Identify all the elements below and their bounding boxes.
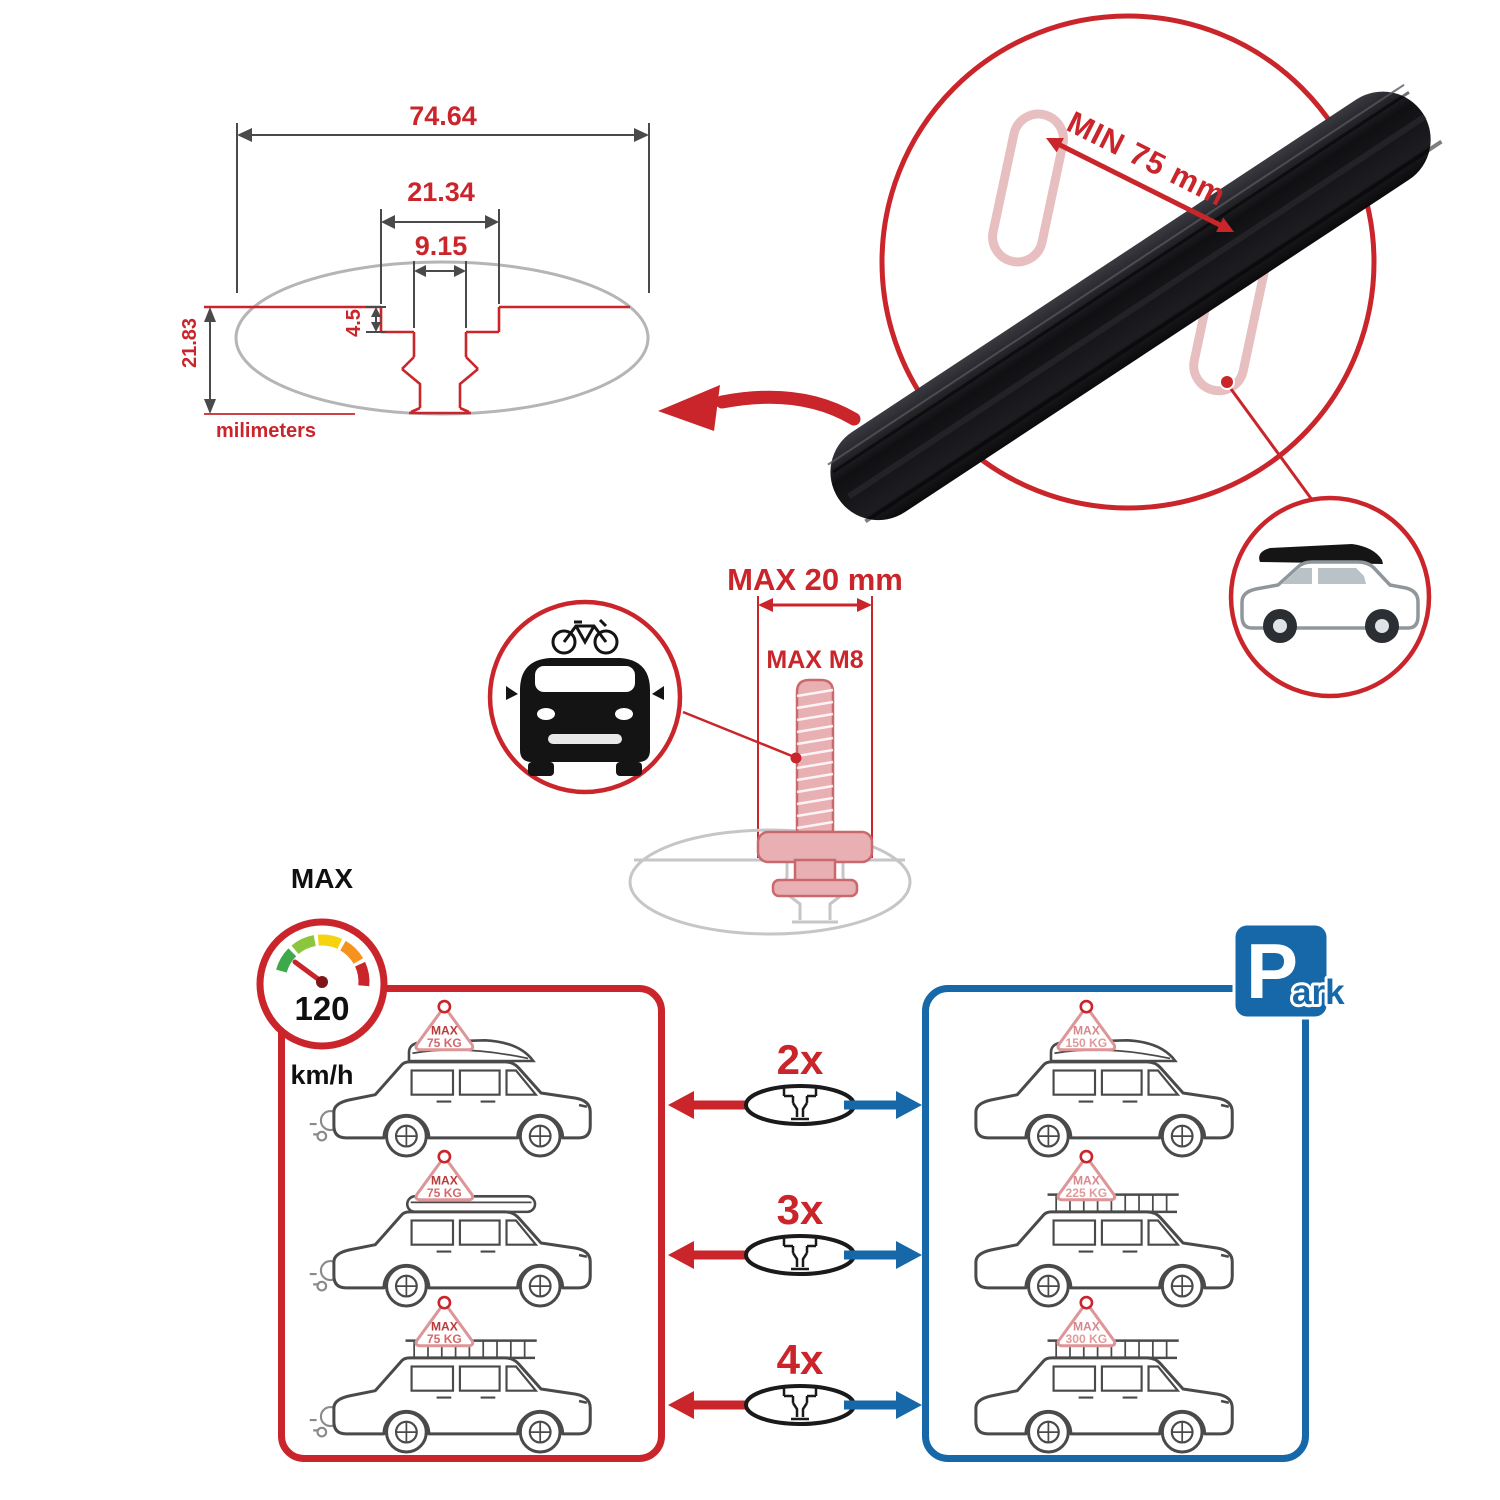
svg-text:225 KG: 225 KG xyxy=(1066,1186,1108,1200)
car-icon xyxy=(332,1210,592,1308)
svg-text:75 KG: 75 KG xyxy=(427,1332,462,1346)
dim-total-height: 21.83 xyxy=(179,307,216,414)
speed-unit: km/h xyxy=(290,1060,353,1090)
car-with-load: MAX 75 KG xyxy=(308,999,592,1158)
car-with-load: MAX 300 KG xyxy=(974,1295,1234,1454)
dim-total-width: 74.64 xyxy=(236,101,650,293)
dim-slot-width-label: 9.15 xyxy=(415,231,468,261)
dim-channel-width: 21.34 xyxy=(380,177,500,304)
dim-slot-width: 9.15 xyxy=(413,231,468,328)
max-thread-label: MAX M8 xyxy=(766,646,863,674)
car-icon xyxy=(974,1210,1234,1308)
profile-outline xyxy=(234,260,650,416)
pointer-arrow-icon xyxy=(658,385,861,431)
callout-line xyxy=(682,710,793,758)
load-badge: MAX 225 KG xyxy=(1056,1149,1117,1202)
park-sign-p: P xyxy=(1246,927,1298,1015)
car-with-load: MAX 225 KG xyxy=(974,1149,1234,1308)
max-width-label: MAX 20 mm xyxy=(727,562,903,597)
load-badge: MAX 150 KG xyxy=(1056,999,1117,1052)
dim-lip-depth-label: 4.5 xyxy=(343,309,365,337)
svg-text:MAX: MAX xyxy=(431,1023,458,1037)
callout-dot xyxy=(790,752,802,764)
car-with-load: MAX 75 KG xyxy=(308,1149,592,1308)
dimension-diagram: 74.64 21.34 9.15 4.5 xyxy=(179,101,650,442)
multiplier-label: 2x xyxy=(777,1036,824,1083)
speedometer-icon: MAX 120 km/h xyxy=(256,863,388,1090)
bolt-width-dimension xyxy=(757,596,873,858)
car-with-load: MAX 75 KG xyxy=(308,1295,592,1454)
unit-label: milimeters xyxy=(216,420,316,442)
svg-text:MAX: MAX xyxy=(431,1173,458,1187)
park-sign: P ark xyxy=(1232,922,1348,1020)
park-sign-ark: ark xyxy=(1292,973,1345,1012)
car-with-load: MAX 150 KG xyxy=(974,999,1234,1158)
roofbox-icon xyxy=(1259,544,1383,564)
bike-car-icon xyxy=(487,599,683,795)
row-3x: 3x xyxy=(668,1186,922,1276)
svg-text:MAX: MAX xyxy=(1073,1173,1100,1187)
connector-line xyxy=(1229,388,1320,509)
load-badge: MAX 75 KG xyxy=(414,1295,475,1348)
bicycle-icon xyxy=(551,618,619,655)
multiplier-label: 4x xyxy=(777,1336,824,1383)
speed-max-label: MAX xyxy=(291,863,354,894)
suv-roofbox-icon xyxy=(1228,495,1432,699)
svg-text:150 KG: 150 KG xyxy=(1066,1036,1108,1050)
row-2x: 2x xyxy=(668,1036,922,1126)
svg-text:75 KG: 75 KG xyxy=(427,1036,462,1050)
car-front-icon xyxy=(506,658,664,776)
crossbar-count-rows: 2x 3x 4x xyxy=(668,1036,922,1426)
load-badge: MAX 75 KG xyxy=(414,1149,475,1202)
load-badge: MAX 300 KG xyxy=(1056,1295,1117,1348)
dim-channel-width-label: 21.34 xyxy=(407,177,475,207)
svg-text:MAX: MAX xyxy=(1073,1319,1100,1333)
svg-text:300 KG: 300 KG xyxy=(1066,1332,1108,1346)
car-icon xyxy=(332,1356,592,1454)
crossbar-bar xyxy=(827,83,1443,524)
t-slot-profile xyxy=(204,305,630,415)
car-icon xyxy=(974,1060,1234,1158)
dim-total-height-label: 21.83 xyxy=(179,318,201,368)
svg-text:MAX: MAX xyxy=(1073,1023,1100,1037)
speed-value: 120 xyxy=(294,990,349,1027)
crossbar-3d-detail: MIN 75 mm xyxy=(827,13,1443,699)
dim-total-width-label: 74.64 xyxy=(409,101,477,131)
gauge-arcs xyxy=(276,934,370,987)
multiplier-label: 3x xyxy=(777,1186,824,1233)
svg-text:75 KG: 75 KG xyxy=(427,1186,462,1200)
bolt-diagram: MAX 20 mm MAX M8 xyxy=(628,562,912,936)
load-badge: MAX 75 KG xyxy=(414,999,475,1052)
dim-lip-depth: 4.5 xyxy=(343,306,386,337)
row-4x: 4x xyxy=(668,1336,922,1426)
svg-text:MAX: MAX xyxy=(431,1319,458,1333)
mount-point-dot xyxy=(1219,374,1235,390)
car-icon xyxy=(974,1356,1234,1454)
bolt-icon xyxy=(756,678,874,898)
